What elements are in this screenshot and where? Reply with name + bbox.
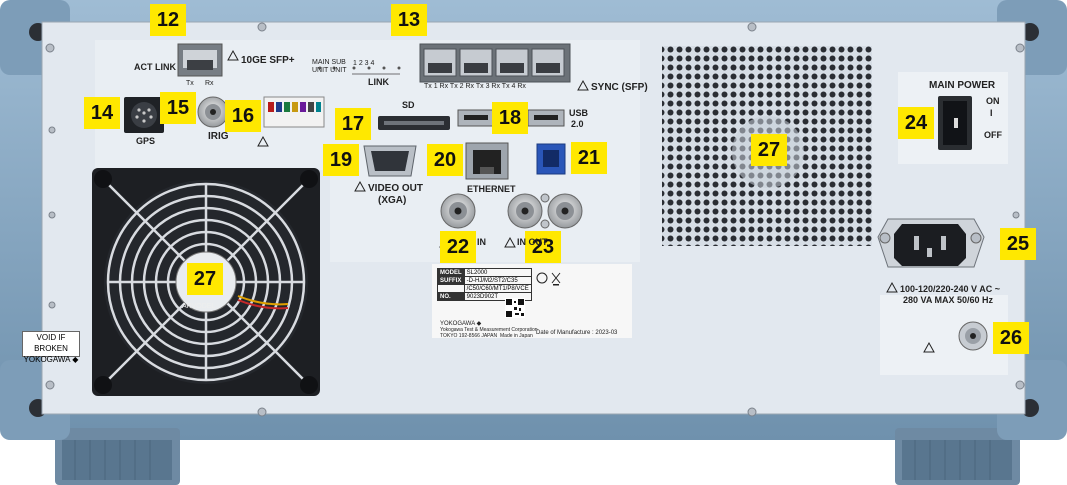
nameplate-suffix-key: SUFFIX bbox=[437, 276, 465, 285]
on-mark: I bbox=[990, 108, 993, 118]
ethernet-label: ETHERNET bbox=[467, 184, 516, 194]
callout-15: 15 bbox=[160, 92, 196, 124]
usb-version-label: 2.0 bbox=[571, 119, 584, 129]
callout-23: 23 bbox=[525, 231, 561, 263]
usb-label: USB bbox=[569, 108, 589, 118]
callout-12: 12 bbox=[150, 4, 186, 36]
callout-17: 17 bbox=[335, 108, 371, 140]
nameplate-suffix-value2: /C50/C60/MT1/P8/VCE bbox=[463, 284, 532, 293]
callout-18: 18 bbox=[492, 102, 528, 134]
tx-label: Tx bbox=[186, 80, 194, 87]
callout-19: 19 bbox=[323, 144, 359, 176]
callout-24: 24 bbox=[898, 107, 934, 139]
main-sub-label: MAIN SUB bbox=[312, 59, 346, 66]
off-label: OFF bbox=[984, 130, 1002, 140]
qr-code-icon bbox=[505, 298, 525, 318]
sync-sfp-label: SYNC (SFP) bbox=[591, 82, 648, 93]
ext-in-label: IN bbox=[477, 237, 486, 247]
sync-tx-rx-labels: Tx 1 Rx Tx 2 Rx Tx 3 Rx Tx 4 Rx bbox=[424, 83, 526, 90]
callout-16: 16 bbox=[225, 100, 261, 132]
callout-27-vent: 27 bbox=[751, 134, 787, 166]
void-sticker-line1: VOID IF BROKEN bbox=[34, 333, 68, 353]
xga-label: (XGA) bbox=[378, 195, 407, 206]
callout-25: 25 bbox=[1000, 228, 1036, 260]
sfp-10ge-label: 10GE SFP+ bbox=[241, 55, 295, 66]
nameplate-made-in: Made in Japan bbox=[500, 333, 533, 339]
nameplate-table: MODEL SL2000 SUFFIX -D-HJ/M2/ST2/C35 /C5… bbox=[437, 268, 532, 301]
unit-unit-label: UNIT UNIT bbox=[312, 67, 347, 74]
act-link-label: ACT LINK bbox=[134, 62, 176, 72]
void-sticker-line2: YOKOGAWA ◆ bbox=[23, 355, 79, 364]
nameplate-corp: Yokogawa Test & Measurement Corporation bbox=[440, 327, 538, 333]
nameplate-model-value: SL2000 bbox=[463, 268, 532, 277]
fan-brand-label: ARVODEL bbox=[182, 303, 216, 310]
link-label: LINK bbox=[368, 77, 389, 87]
nameplate-maker: YOKOGAWA ◆ bbox=[440, 321, 482, 327]
power-rating-line2: 280 VA MAX 50/60 Hz bbox=[903, 295, 994, 305]
nameplate-suffix-value: -D-HJ/M2/ST2/C35 bbox=[463, 276, 532, 285]
on-label: ON bbox=[986, 96, 1000, 106]
rx-label: Rx bbox=[205, 80, 214, 87]
callout-22: 22 bbox=[440, 231, 476, 263]
power-rating-line1: 100-120/220-240 V AC ~ bbox=[900, 284, 1000, 294]
nameplate-no-key: NO. bbox=[437, 292, 465, 301]
nameplate-address: TOKYO 192-8566 JAPAN bbox=[440, 333, 498, 339]
sd-label: SD bbox=[402, 100, 415, 110]
callout-27-fan: 27 bbox=[187, 263, 223, 295]
gps-label: GPS bbox=[136, 136, 156, 146]
compliance-marks-icon bbox=[536, 272, 561, 286]
nameplate-model-key: MODEL bbox=[437, 268, 465, 277]
main-power-label: MAIN POWER bbox=[929, 80, 996, 91]
callout-14: 14 bbox=[84, 97, 120, 129]
trig-in-out-label: IN OUT bbox=[517, 237, 548, 247]
irig-label: IRIG bbox=[208, 131, 229, 142]
callout-13: 13 bbox=[391, 4, 427, 36]
video-out-label: VIDEO OUT bbox=[368, 183, 424, 194]
callout-26: 26 bbox=[993, 322, 1029, 354]
callout-20: 20 bbox=[427, 144, 463, 176]
callout-21: 21 bbox=[571, 142, 607, 174]
void-sticker: VOID IF BROKEN YOKOGAWA ◆ bbox=[22, 331, 80, 364]
nameplate-date: Date of Manufacture : 2023-03 bbox=[536, 330, 618, 336]
nameplate-no-value: 9023D902T bbox=[463, 292, 532, 301]
link-numbers: 1 2 3 4 bbox=[353, 60, 375, 67]
